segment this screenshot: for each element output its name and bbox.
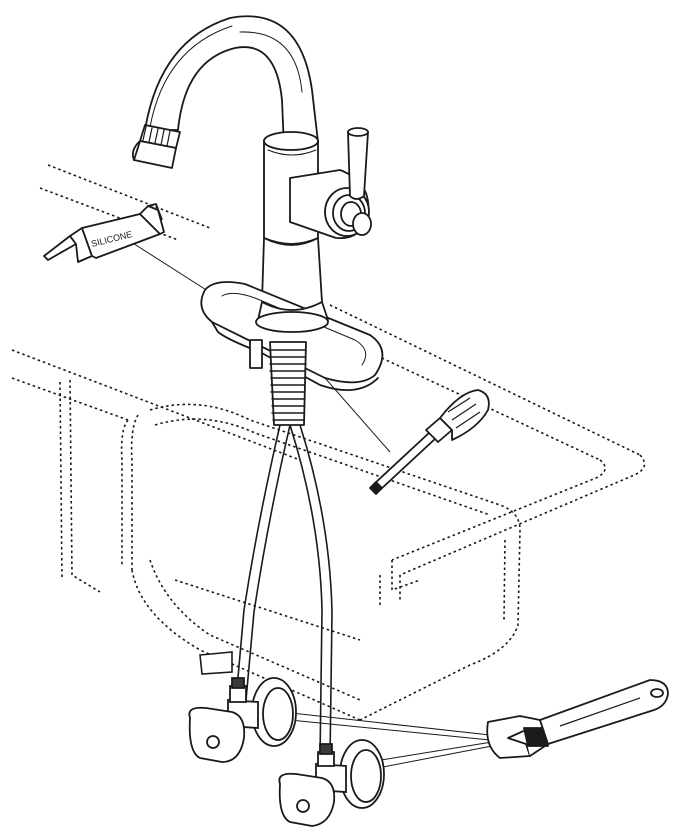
sink-basin-outline: [59, 379, 521, 721]
cold-supply-hose: [289, 424, 323, 761]
lever-handle: [347, 128, 369, 200]
shutoff-valve-right: [278, 739, 385, 827]
faucet-aerator: [131, 124, 181, 169]
silicone-tube: SILICONE: [43, 203, 165, 263]
screwdriver: [369, 389, 490, 495]
shutoff-valve-left: [188, 677, 297, 763]
mounting-shank: [269, 341, 307, 426]
faucet: [131, 15, 384, 426]
supply-hoses: [199, 424, 333, 761]
adjustable-wrench: [486, 679, 669, 759]
hot-supply-hose: [235, 424, 281, 701]
faucet-spout: [144, 15, 319, 149]
